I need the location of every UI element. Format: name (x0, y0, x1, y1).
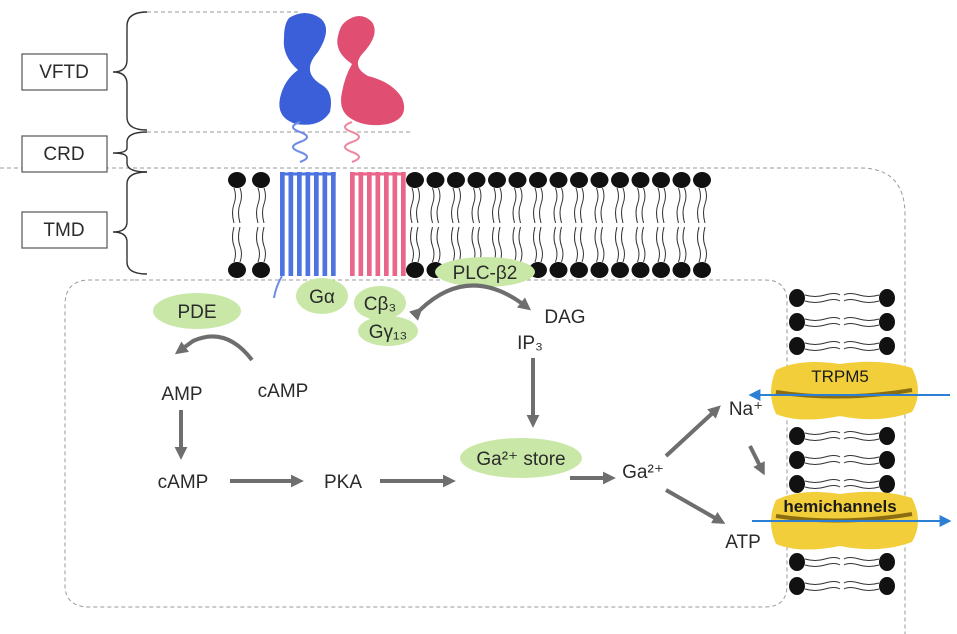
crd-label: CRD (43, 144, 84, 165)
pathway-arrows (174, 283, 765, 524)
plc-beta2-enzyme: PLC-β2 (435, 257, 535, 287)
hemichannels-channel: hemichannels (752, 491, 952, 550)
tmd-label: TMD (43, 220, 84, 241)
region-brackets (112, 11, 410, 275)
crd-label-box: CRD (21, 135, 108, 173)
pde-enzyme: PDE (153, 293, 241, 329)
pde-label: PDE (177, 302, 216, 323)
amp-label: AMP (161, 384, 202, 405)
trpm5-label: TRPM5 (811, 367, 869, 386)
camp-bottom-label: cAMP (158, 472, 209, 493)
camp-top-label: cAMP (258, 381, 309, 402)
pka-label: PKA (324, 472, 362, 493)
trpm5-channel: TRPM5 (748, 361, 950, 420)
calcium-store-label: Ga²⁺ store (476, 449, 565, 470)
tmd-label-box: TMD (21, 211, 108, 249)
g-alpha-protein: Gα (296, 278, 348, 314)
ip3-label: IP₃ (517, 333, 543, 354)
vftd-label-box: VFTD (21, 53, 108, 91)
c-beta-protein: Cβ₃ (354, 286, 406, 320)
receptor-pink-subunit (337, 16, 406, 276)
g-gamma-protein: Gγ₁₃ (358, 316, 418, 346)
plc-beta2-label: PLC-β2 (453, 263, 518, 284)
calcium-store: Ga²⁺ store (460, 438, 582, 478)
atp-label: ATP (725, 532, 761, 553)
g-gamma-label: Gγ₁₃ (369, 322, 407, 343)
vftd-label: VFTD (39, 62, 89, 83)
hemichannels-label: hemichannels (783, 497, 896, 516)
c-beta-label: Cβ₃ (364, 294, 396, 315)
dag-label: DAG (544, 307, 585, 328)
receptor-blue-subunit (273, 13, 336, 299)
sodium-ion-label: Na⁺ (729, 399, 763, 420)
cell-outlines (0, 167, 906, 634)
g-alpha-label: Gα (309, 287, 335, 308)
right-lipid-bilayer (789, 289, 895, 595)
calcium-ion-label: Ga²⁺ (622, 462, 664, 483)
